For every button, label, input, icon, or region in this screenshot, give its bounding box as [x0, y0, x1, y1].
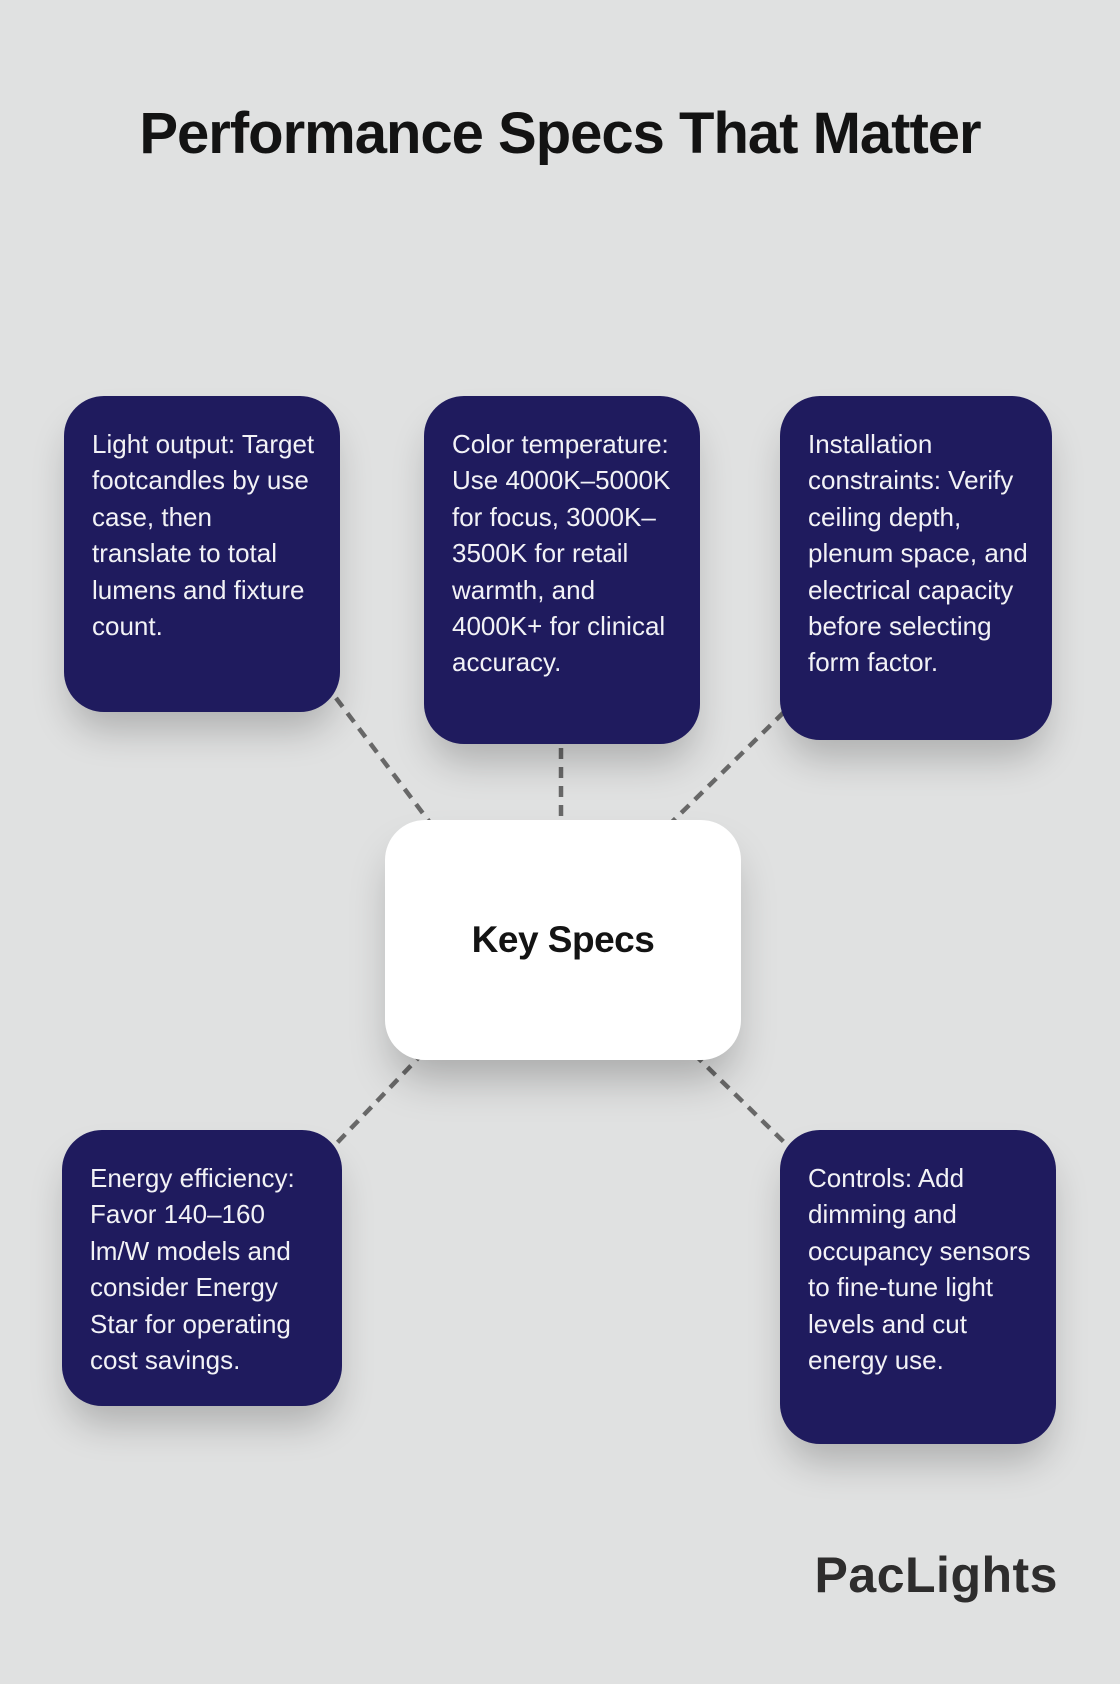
node-energy-efficiency: Energy efficiency: Favor 140–160 lm/W mo…	[62, 1130, 342, 1406]
connector-light-output	[334, 696, 436, 830]
node-controls: Controls: Add dimming and occupancy sens…	[780, 1130, 1056, 1444]
node-energy-efficiency-text: Energy efficiency: Favor 140–160 lm/W mo…	[90, 1163, 295, 1375]
node-installation-constraints: Installation constraints: Verify ceiling…	[780, 396, 1052, 740]
node-installation-constraints-text: Installation constraints: Verify ceiling…	[808, 429, 1028, 678]
node-color-temperature: Color temperature: Use 4000K–5000K for f…	[424, 396, 700, 744]
paclights-logo: PacLights	[814, 1547, 1058, 1603]
center-node: Key Specs	[385, 820, 741, 1060]
node-light-output-text: Light output: Target footcandles by use …	[92, 429, 315, 641]
node-controls-text: Controls: Add dimming and occupancy sens…	[808, 1163, 1031, 1375]
page-title: Performance Specs That Matter	[139, 101, 981, 166]
node-light-output: Light output: Target footcandles by use …	[64, 396, 340, 712]
node-color-temperature-text: Color temperature: Use 4000K–5000K for f…	[452, 429, 671, 678]
connector-energy-efficiency	[334, 1050, 426, 1146]
center-node-label: Key Specs	[471, 919, 655, 960]
connector-controls	[692, 1052, 790, 1148]
